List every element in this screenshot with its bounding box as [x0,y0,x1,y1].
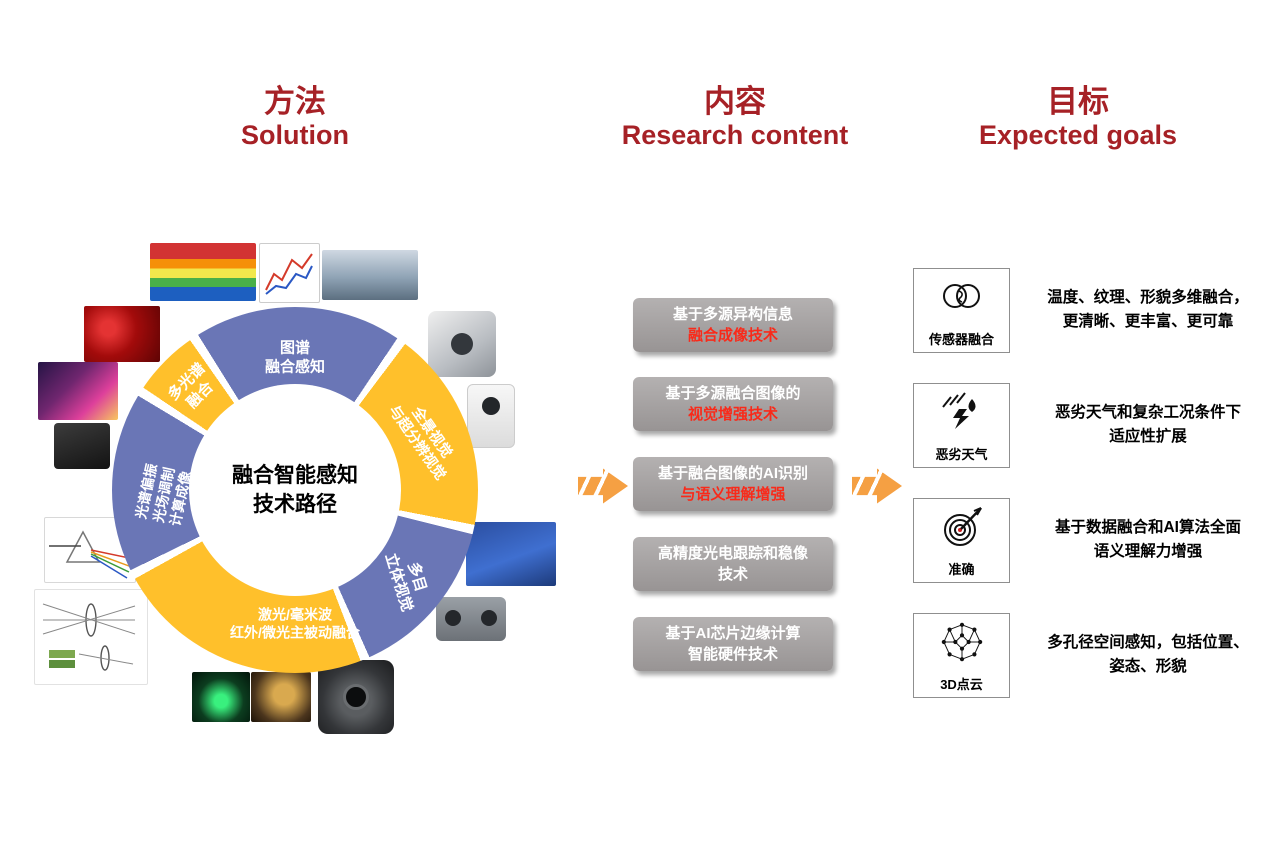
cube-camera-image [428,311,496,377]
optical-path-diagram-image [34,589,148,685]
goal-text-line: 适应性扩展 [1109,428,1187,446]
goal-text: 基于数据融合和AI算法全面 语义理解力增强 [1028,516,1268,564]
content-column-header: 内容 Research content [560,84,910,151]
research-box-tracking-stabilization: 高精度光电跟踪和稳像 技术 [633,537,833,591]
3d-point-cloud-icon [941,622,982,662]
research-box-line: 与语义理解增强 [680,486,786,503]
goal-box-bad-weather: 恶劣天气 [913,383,1010,468]
segment-label-line: 图谱 [279,339,311,357]
goal-text: 多孔径空间感知，包括位置、 姿态、形貌 [1028,631,1268,679]
ring-center-line: 融合智能感知 [232,463,358,487]
goal-text-line: 恶劣天气和复杂工况条件下 [1054,404,1241,421]
night-vision-scene-image [192,672,250,722]
research-box-line: 视觉增强技术 [687,406,778,423]
goal-row-point-cloud: 3D点云 多孔径空间感知，包括位置、 姿态、形貌 [913,613,1268,699]
goals-header-en: Expected goals [978,119,1178,150]
ring-segment-computational-imaging: 光谱偏振 光场调制 计算成像 [133,462,196,528]
solution-header-en: Solution [241,119,349,150]
bad-weather-icon [941,392,975,429]
strawberries-photo-image [84,306,160,362]
ring-center-line: 技术路径 [253,493,337,516]
segment-label-line: 融合感知 [264,358,326,375]
strawberry-heatmap-image [150,243,256,301]
goal-row-bad-weather: 恶劣天气 恶劣天气和复杂工况条件下 适应性扩展 [913,383,1268,469]
research-box-line: 技术 [717,566,748,583]
gimbal-camera-image [318,660,394,734]
ring-segment-map-spectrum-fusion: 图谱 融合感知 [265,339,325,377]
goal-text-line: 基于数据融合和AI算法全面 [1054,519,1241,536]
optical-path-graphic [42,603,136,671]
ring-center: 融合智能感知 技术路径 [189,384,401,596]
ring-segment-multi-eye-stereo: 多目 立体视觉 [380,546,433,614]
solution-to-content-arrow-icon [578,468,628,504]
content-header-en: Research content [621,119,849,150]
goal-box-accuracy: 准确 [913,498,1010,583]
segment-label-line: 激光/毫米波 [258,606,332,623]
segment-label-line: 红外/微光主被动融合 [230,624,360,640]
research-box-line: 基于多源融合图像的 [665,385,801,402]
content-header-zh: 内容 [704,84,766,119]
goal-box-sensor-fusion: 传感器融合 [913,268,1010,353]
content-to-goals-arrow-icon [852,468,902,504]
solution-column-header: 方法 Solution [145,84,445,151]
goal-text-line: 温度、纹理、形貌多维融合， [1047,289,1249,306]
goals-column-header: 目标 Expected goals [903,84,1253,151]
goal-text: 温度、纹理、形貌多维融合， 更清晰、更丰富、更可靠 [1028,286,1268,334]
solution-ring-diagram: 图谱 融合感知 全景视觉 与超分辨视觉 多目 立体视觉 激光/毫米波 红外/微光… [112,307,478,673]
goal-box-label: 3D点云 [940,677,983,692]
goal-box-label: 传感器融合 [928,332,994,347]
prism-rays-graphic [49,530,130,579]
goal-text-line: 语义理解力增强 [1093,543,1203,561]
sensor-fusion-icon [942,284,980,308]
research-box-edge-computing-hardware: 基于AI芯片边缘计算 智能硬件技术 [633,617,833,671]
research-box-line: 基于AI芯片边缘计算 [665,625,801,642]
research-box-line: 高精度光电跟踪和稳像 [657,545,808,562]
accuracy-target-icon [943,507,982,546]
research-box-line: 智能硬件技术 [687,646,778,663]
ring-segment-laser-mmwave-fusion: 激光/毫米波 红外/微光主被动融合 [230,607,360,642]
pipeline-panorama-image [322,250,418,300]
goals-header-zh: 目标 [1047,84,1109,119]
research-box-ai-recognition: 基于融合图像的AI识别 与语义理解增强 [633,457,833,511]
goal-box-label: 恶劣天气 [935,447,988,462]
goal-box-label: 准确 [948,562,975,577]
ring-center-title: 融合智能感知 技术路径 [232,461,358,520]
thermal-fusion-image [38,362,118,420]
research-box-visual-enhancement: 基于多源融合图像的 视觉增强技术 [633,377,833,431]
research-box-line: 基于融合图像的AI识别 [657,465,808,482]
goal-text-line: 多孔径空间感知，包括位置、 [1047,634,1249,651]
research-box-line: 基于多源异构信息 [672,306,793,323]
stereo-camera-image [436,597,506,641]
research-box-fusion-imaging: 基于多源异构信息 融合成像技术 [633,298,833,352]
dome-camera-image [467,384,515,448]
lens-module-image [54,423,110,469]
goal-row-sensor-fusion: 传感器融合 温度、纹理、形貌多维融合， 更清晰、更丰富、更可靠 [913,268,1268,354]
goal-text: 恶劣天气和复杂工况条件下 适应性扩展 [1028,401,1268,449]
goal-box-point-cloud: 3D点云 [913,613,1010,698]
low-light-scene-image [251,672,311,722]
ring-segment-multispectral-fusion: 多光谱 融合 [165,360,223,418]
research-box-line: 融合成像技术 [687,327,778,344]
spectral-chart-image [259,243,320,303]
goal-row-accuracy: 准确 基于数据融合和AI算法全面 语义理解力增强 [913,498,1268,584]
blue-box-depth-scene-image [466,522,556,586]
solution-header-zh: 方法 [264,84,326,119]
chart-lines-graphic [265,253,313,295]
goal-text-line: 更清晰、更丰富、更可靠 [1062,313,1234,331]
goal-text-line: 姿态、形貌 [1109,658,1187,676]
